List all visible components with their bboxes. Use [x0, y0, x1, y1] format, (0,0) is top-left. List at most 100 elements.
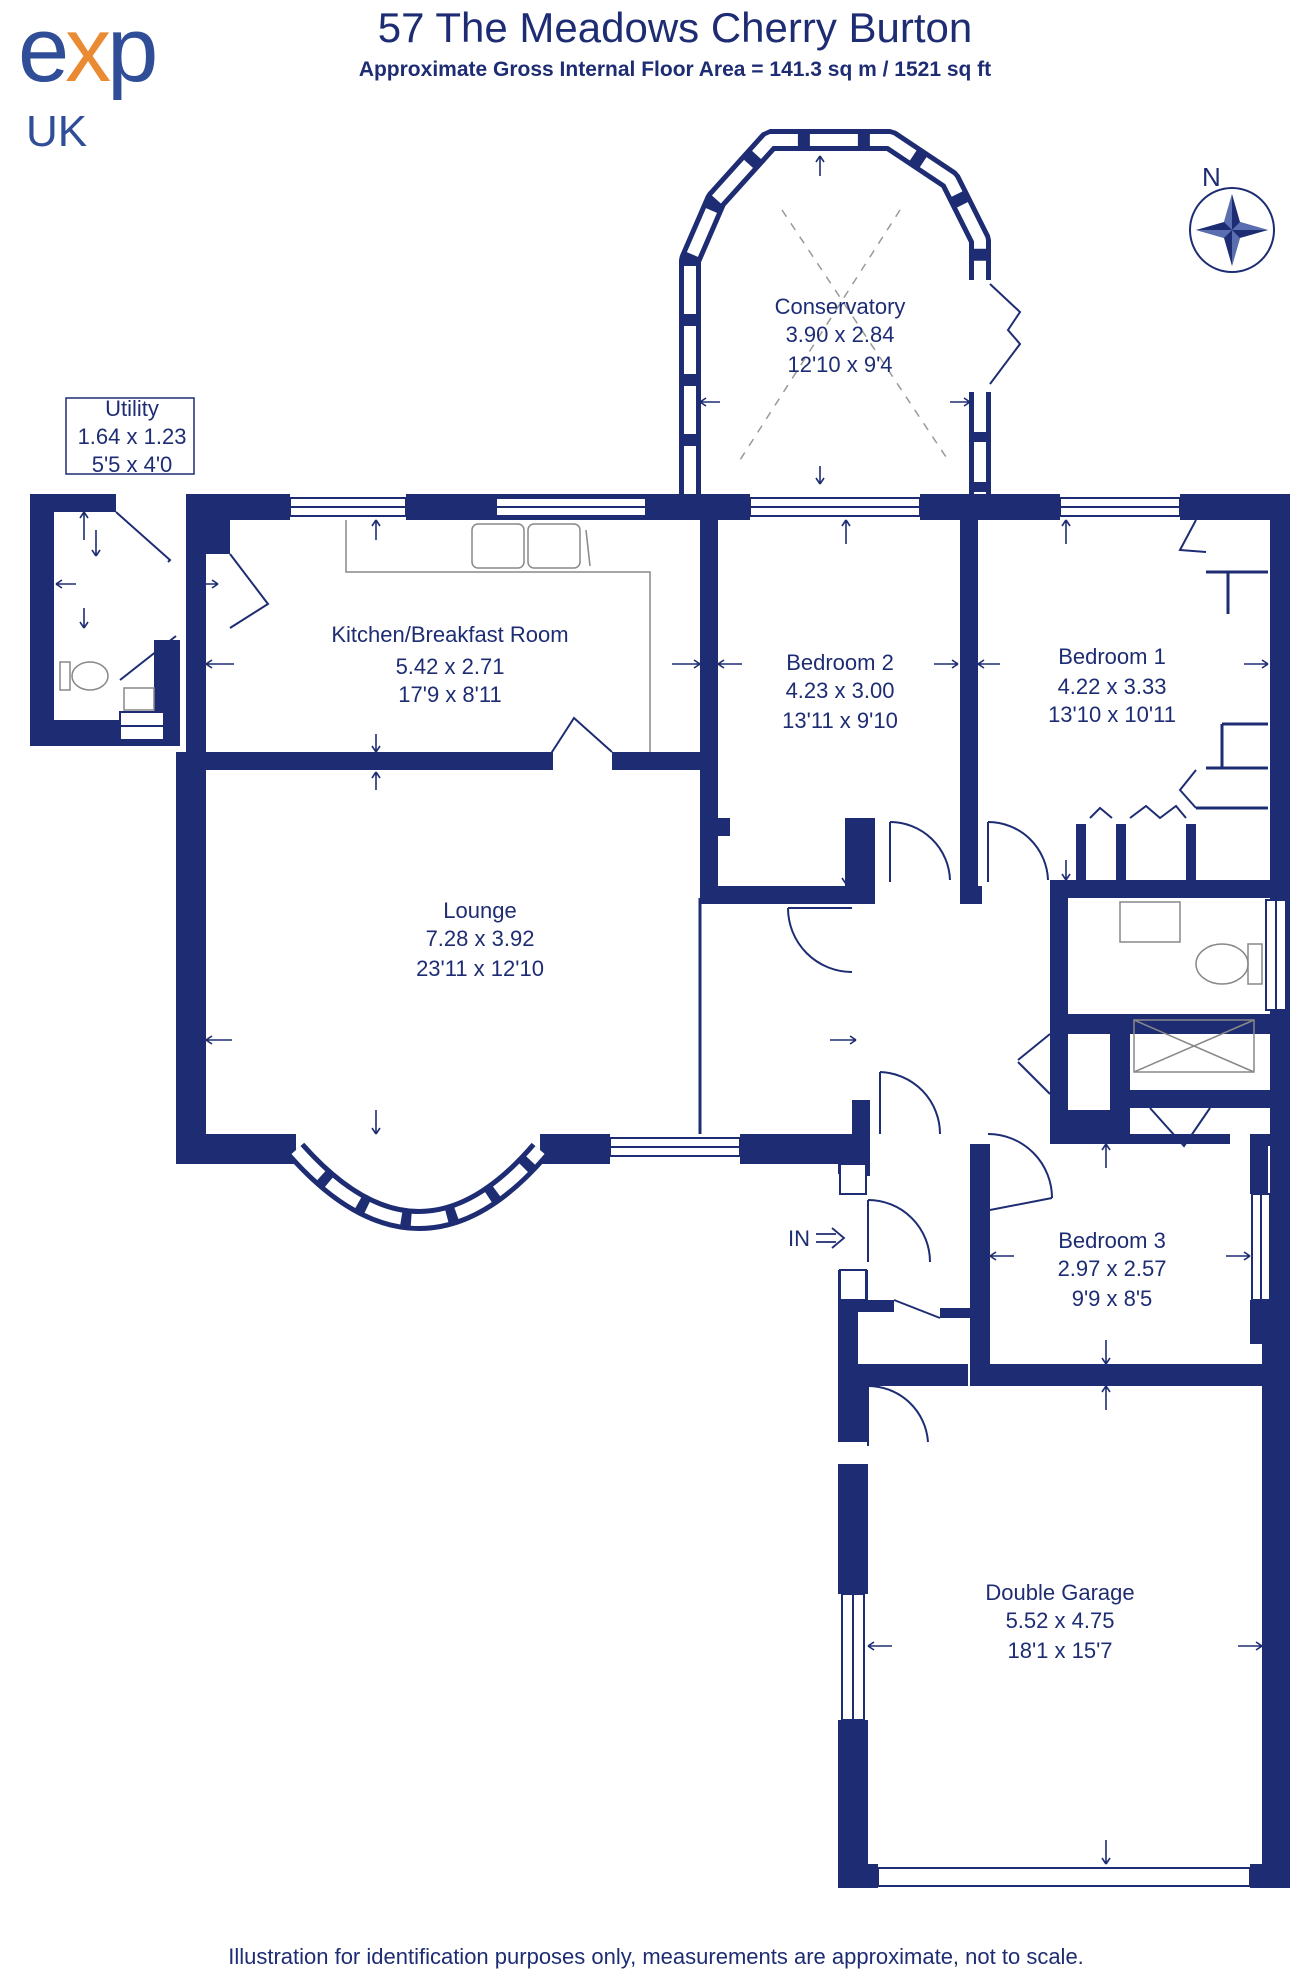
lounge-name: Lounge: [443, 898, 516, 923]
compass-star-shade: [1196, 230, 1232, 238]
garage-imperial: 18'1 x 15'7: [1007, 1638, 1112, 1663]
utility-cistern-icon: [59, 661, 71, 691]
dimension-arrow: [371, 1110, 381, 1135]
utility-label-box: [65, 397, 195, 475]
drainer-icon: [585, 529, 591, 567]
bedroom1-name: Bedroom 1: [1058, 644, 1166, 669]
exp-uk-logo: exp UK: [18, 4, 228, 160]
window: [839, 1269, 867, 1301]
dimension-arrow: [205, 659, 234, 669]
dimension-arrow: [830, 1035, 857, 1045]
utility-metric: 1.64 x 1.23: [78, 424, 187, 449]
conservatory-name: Conservatory: [775, 294, 906, 319]
logo-wordmark: exp: [18, 4, 158, 96]
conservatory-metric: 3.90 x 2.84: [786, 322, 895, 347]
wall: [845, 818, 875, 904]
dimension-arrow: [1061, 860, 1071, 881]
kitchen-name: Kitchen/Breakfast Room: [331, 622, 568, 647]
dimension-arrow: [1244, 659, 1269, 669]
entrance-arrow-shape: [816, 1227, 846, 1249]
window: [839, 1163, 867, 1195]
compass-star-shade: [1232, 222, 1268, 230]
basin-icon: [1119, 901, 1181, 943]
dimension-arrow: [1101, 1385, 1111, 1410]
wall: [1130, 1090, 1290, 1108]
dimension-markers: [55, 155, 1269, 1865]
logo-letter-e: e: [18, 0, 69, 101]
dimension-arrow: [55, 579, 76, 589]
wall: [1250, 1134, 1268, 1194]
cistern-icon: [1247, 943, 1263, 985]
utility-name: Utility: [105, 396, 159, 421]
conservatory-glazing: [684, 134, 986, 494]
bedroom3-name: Bedroom 3: [1058, 1228, 1166, 1253]
wall: [176, 752, 206, 1164]
dimension-arrow: [205, 1035, 232, 1045]
bedroom1-metric: 4.22 x 3.33: [1058, 674, 1167, 699]
door-swing: [987, 1133, 1053, 1199]
toilet-icon: [1195, 943, 1249, 985]
dimension-arrow: [1061, 519, 1071, 544]
wall: [690, 494, 750, 520]
door-swing: [229, 553, 270, 629]
dimension-arrow: [79, 608, 89, 629]
dimension-arrow: [950, 397, 971, 407]
dimension-arrow: [672, 659, 701, 669]
wall: [858, 1300, 894, 1312]
dimension-arrow: [371, 734, 381, 753]
dimension-arrow: [371, 771, 381, 790]
wall: [700, 818, 730, 836]
lounge-metric: 7.28 x 3.92: [426, 926, 535, 951]
wardrobe-doors: [1178, 769, 1197, 809]
wall: [838, 1364, 968, 1386]
door-swing: [889, 821, 951, 881]
bay-glazing: [291, 1146, 545, 1226]
door-swing: [1017, 1061, 1051, 1095]
compass-ring: [1189, 187, 1275, 273]
dimension-arrow: [841, 519, 851, 544]
lounge-bay-window: [287, 1142, 549, 1231]
kitchen-metric: 5.42 x 2.71: [396, 654, 505, 679]
wall: [970, 1364, 1270, 1386]
wall: [540, 1134, 610, 1164]
door-swing: [867, 1199, 931, 1263]
compass-north-label: N: [1202, 162, 1221, 192]
wall: [838, 1720, 868, 1888]
wardrobe-doors: [1089, 806, 1113, 819]
roof-line: [781, 209, 949, 461]
wall: [838, 1134, 868, 1144]
property-title: 57 The Meadows Cherry Burton: [377, 4, 973, 51]
door-swing: [115, 511, 172, 563]
dimension-arrow: [989, 1251, 1014, 1261]
wall: [186, 494, 290, 520]
dimension-arrow: [699, 397, 720, 407]
garage-door: [877, 1867, 1251, 1887]
door-swing: [893, 1299, 941, 1319]
wall: [186, 494, 206, 764]
dimension-arrow: [815, 466, 825, 485]
wall: [960, 886, 982, 904]
wall: [1186, 824, 1196, 884]
entrance-label: IN: [788, 1226, 810, 1251]
sink-icon: [527, 523, 581, 569]
wall: [1116, 824, 1126, 884]
wall: [920, 494, 1060, 520]
dimension-arrow: [79, 511, 89, 540]
dimension-arrow: [1101, 1840, 1111, 1865]
wall: [970, 1144, 990, 1384]
door-swing: [1017, 1033, 1051, 1061]
wall: [612, 752, 700, 770]
bedroom3-imperial: 9'9 x 8'5: [1072, 1286, 1153, 1311]
dimension-arrow: [934, 659, 959, 669]
wall: [838, 1464, 868, 1594]
logo-letter-x: x: [65, 0, 111, 101]
wall: [1050, 880, 1290, 898]
wall: [940, 1308, 980, 1318]
utility-imperial: 5'5 x 4'0: [92, 452, 173, 477]
dimension-arrow: [91, 530, 101, 557]
door-swing: [119, 635, 177, 681]
dimension-arrow: [841, 864, 851, 885]
compass-star-shade: [1224, 194, 1232, 230]
dimension-arrow: [371, 519, 381, 540]
